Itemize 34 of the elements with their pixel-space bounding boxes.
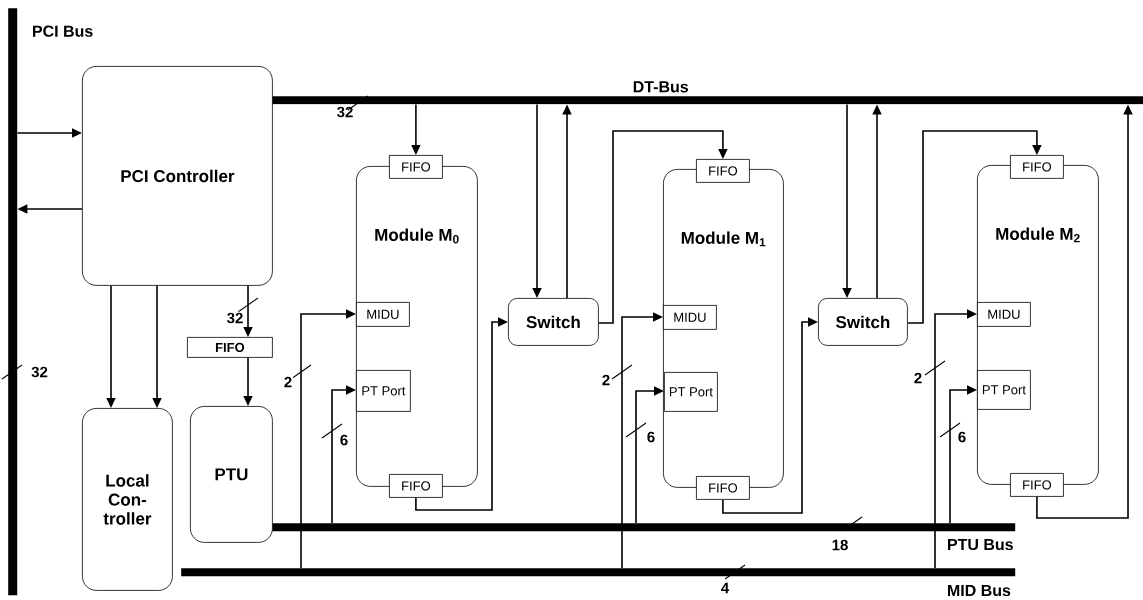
bus-width-mark: 32 — [1, 364, 48, 380]
port-box: PT Port — [977, 370, 1031, 410]
port-box: MIDU — [663, 305, 717, 330]
edge-label: 6 — [338, 433, 350, 447]
arrow — [907, 130, 1042, 324]
edge-label: 2 — [912, 371, 924, 385]
bus-width-mark: 18 — [832, 516, 863, 551]
port-box: PT Port — [664, 372, 718, 412]
node-label: MID Bus — [948, 584, 1011, 597]
block-box: PCI Controller — [82, 66, 273, 286]
fifo-box: FIFO — [187, 337, 273, 358]
edge-label: 32 — [225, 311, 245, 325]
port-box: FIFO — [389, 474, 443, 498]
port-box: FIFO — [1010, 155, 1064, 179]
block-box: PTU — [190, 406, 273, 543]
edge-label: 2 — [600, 373, 612, 387]
port-box: MIDU — [977, 302, 1031, 327]
port-box: FIFO — [389, 155, 443, 179]
port-box: FIFO — [696, 476, 750, 500]
edge-label: 6 — [645, 430, 657, 444]
switch-box: Switch — [508, 298, 599, 346]
bus-width-mark: 4 — [721, 564, 746, 594]
node-label: DT-Bus — [633, 81, 689, 93]
port-box: MIDU — [356, 302, 410, 327]
port-box: FIFO — [1010, 473, 1064, 497]
node-label: PCI Bus — [33, 25, 93, 37]
switch-box: Switch — [818, 298, 908, 346]
edge-label: 6 — [956, 430, 968, 444]
port-box: PT Port — [356, 370, 411, 412]
arrow — [598, 130, 728, 324]
block-box: Local Con- troller — [82, 408, 173, 591]
port-box: FIFO — [696, 159, 750, 183]
node-label: PTU Bus — [948, 538, 1013, 551]
edge-label: 2 — [282, 375, 294, 389]
